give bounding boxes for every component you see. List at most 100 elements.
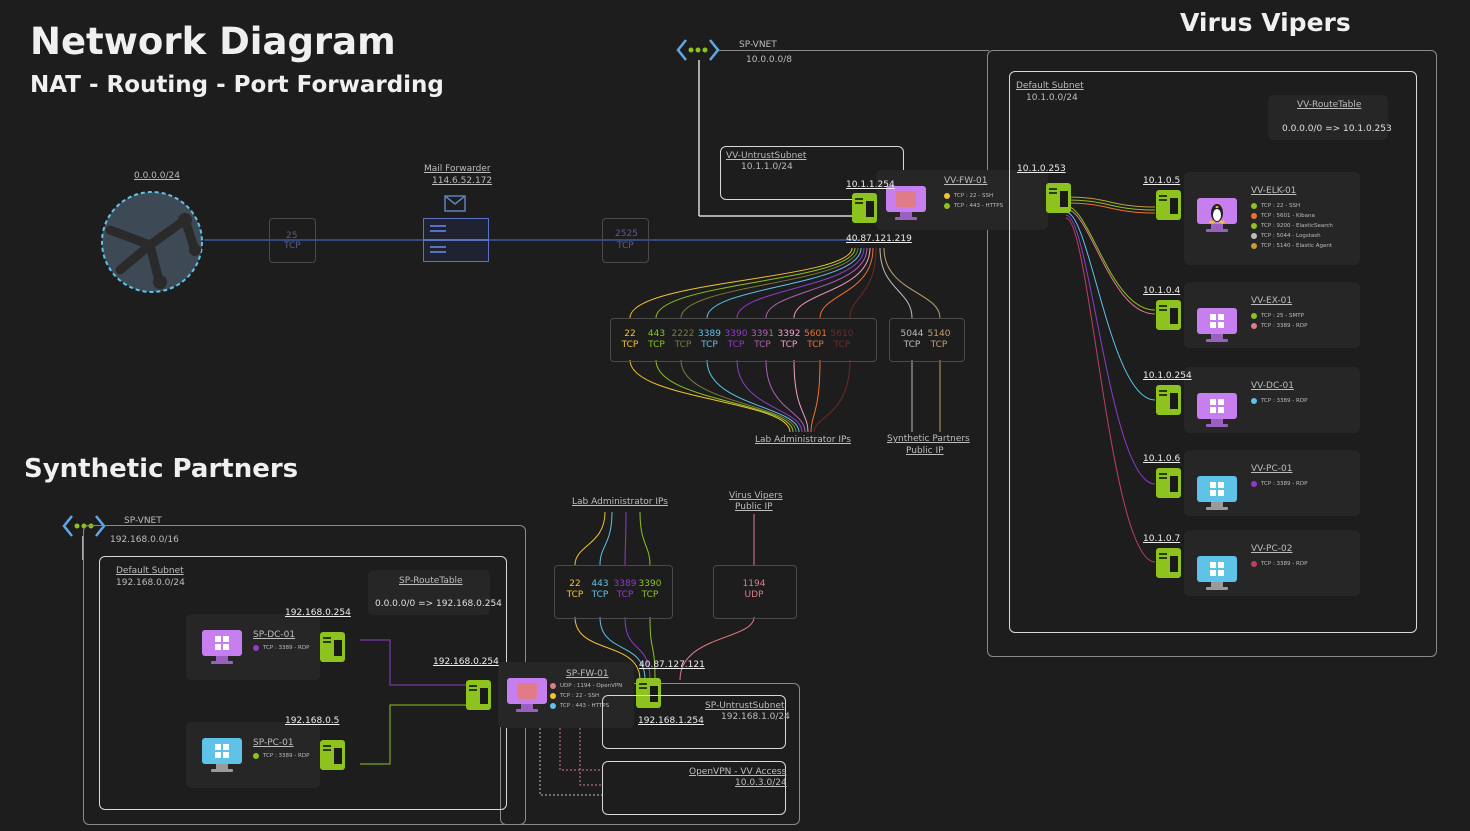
vv-host-monitor-icon (1197, 476, 1237, 510)
vv-vnet-name: SP-VNET (739, 40, 777, 50)
internet-cidr: 0.0.0.0/24 (134, 171, 180, 181)
vv-host-monitor-icon (1197, 198, 1237, 232)
sp-label-vv2: Public IP (735, 502, 773, 512)
vv-host-ip: 10.1.0.4 (1143, 286, 1181, 296)
sp-dc-nic (320, 632, 345, 662)
vv-host-nic (1156, 300, 1181, 330)
sp-fw-nic-public (636, 678, 661, 708)
vv-host-rule: TCP : 3389 - RDP (1251, 560, 1307, 570)
vv-fw-rule-0: TCP : 22 - SSH (944, 192, 993, 202)
vv-host-nic (1156, 190, 1181, 220)
sp-fw-public-ip: 40.87.127.121 (639, 660, 705, 670)
vv-host-rule: TCP : 9200 - ElasticSearch (1251, 222, 1333, 232)
sp-vnet-icon (62, 515, 106, 537)
vv-fw-nic-inner (852, 193, 877, 223)
vv-admin-port-box (610, 318, 877, 362)
mail-icon (444, 195, 466, 212)
vv-host-ip: 10.1.0.5 (1143, 176, 1181, 186)
sp-fw-nic-inner (466, 680, 491, 710)
sp-pc-nic (320, 740, 345, 770)
vv-host-rule: TCP : 22 - SSH (1251, 202, 1300, 212)
sp-pc-monitor-icon (202, 738, 242, 772)
vv-host-nic (1156, 385, 1181, 415)
vv-host-rule: TCP : 3389 - RDP (1251, 322, 1307, 332)
vv-host-name: VV-PC-01 (1251, 464, 1293, 474)
vv-host-rule: TCP : 5044 - Logstash (1251, 232, 1321, 242)
sp-dc-rule: TCP : 3389 - RDP (253, 644, 309, 654)
page-title: Network Diagram (30, 20, 396, 63)
vv-host-ip: 10.1.0.254 (1143, 371, 1192, 381)
vv-vnet-box (987, 50, 1437, 657)
vv-host-nic (1156, 468, 1181, 498)
sp-label-vv: Virus Vipers (729, 491, 783, 501)
sp-fw-inner-ip: 192.168.0.254 (433, 657, 499, 667)
sp-fw-rule-0: UDP : 1194 - OpenVPN (550, 682, 622, 692)
globe-icon (101, 191, 203, 293)
vv-fw-nic-default (1046, 183, 1071, 213)
vv-host-name: VV-ELK-01 (1251, 186, 1297, 196)
mail-forwarder-server (423, 218, 489, 262)
vv-host-monitor-icon (1197, 308, 1237, 342)
mail-forwarder-ip: 114.6.52.172 (432, 176, 493, 186)
sp-fw-monitor-icon (507, 678, 547, 712)
port-box-25: 25 TCP (269, 218, 316, 263)
vv-host-rule: TCP : 25 - SMTP (1251, 312, 1304, 322)
vv-host-name: VV-PC-02 (1251, 544, 1293, 554)
sp-vnet-cidr: 192.168.0.0/16 (110, 535, 179, 545)
virus-vipers-title: Virus Vipers (1180, 8, 1351, 37)
vv-host-name: VV-DC-01 (1251, 381, 1294, 391)
sp-vnet-name: SP-VNET (124, 516, 162, 526)
vv-vnet-cidr: 10.0.0.0/8 (746, 55, 792, 65)
vv-fw-monitor-icon (886, 186, 926, 220)
sp-vpn-port-box (713, 565, 797, 619)
vv-host-name: VV-EX-01 (1251, 296, 1293, 306)
vnet-icon (676, 39, 720, 61)
vv-route-table: VV-RouteTable 0.0.0.0/0 => 10.1.0.253 (1268, 95, 1392, 140)
sp-label-admin: Lab Administrator IPs (572, 497, 668, 507)
sp-vpn-subnet: OpenVPN - VV Access 10.0.3.0/24 (602, 761, 787, 815)
sp-dc-ip: 192.168.0.254 (285, 608, 351, 618)
vv-label-partner2: Public IP (906, 446, 944, 456)
port-box-2525: 2525 TCP (602, 218, 649, 263)
vv-partner-port-box (889, 318, 965, 362)
sp-untrust-subnet: SP-UntrustSubnet 192.168.1.0/24 192.168.… (602, 695, 790, 749)
vv-host-rule: TCP : 3389 - RDP (1251, 397, 1307, 407)
vv-host-rule: TCP : 5601 - Kibana (1251, 212, 1315, 222)
mail-forwarder-label: Mail Forwarder (424, 164, 491, 174)
vv-host-rule: TCP : 5140 - Elastic Agent (1251, 242, 1332, 252)
vv-fw-rule-1: TCP : 443 - HTTPS (944, 202, 1003, 212)
page-subtitle: NAT - Routing - Port Forwarding (30, 72, 444, 98)
vv-default-subnet: Default Subnet 10.1.0.0/24 (1009, 71, 1417, 633)
vv-fw-inner-ip: 10.1.1.254 (846, 180, 895, 190)
vv-host-ip: 10.1.0.6 (1143, 454, 1181, 464)
vv-label-admin: Lab Administrator IPs (755, 435, 851, 445)
vv-host-ip: 10.1.0.7 (1143, 534, 1181, 544)
sp-pc-rule: TCP : 3389 - RDP (253, 752, 309, 762)
synthetic-partners-title: Synthetic Partners (24, 454, 299, 484)
vv-host-nic (1156, 548, 1181, 578)
vv-host-monitor-icon (1197, 556, 1237, 590)
vv-host-monitor-icon (1197, 393, 1237, 427)
vv-vnet-top-edge (719, 50, 989, 51)
vv-fw-default-ip: 10.1.0.253 (1017, 164, 1066, 174)
sp-dc-monitor-icon (202, 630, 242, 664)
vv-label-partner: Synthetic Partners (887, 434, 970, 444)
sp-fw-rule-2: TCP : 443 - HTTPS (550, 702, 609, 712)
sp-fw-rule-1: TCP : 22 - SSH (550, 692, 599, 702)
